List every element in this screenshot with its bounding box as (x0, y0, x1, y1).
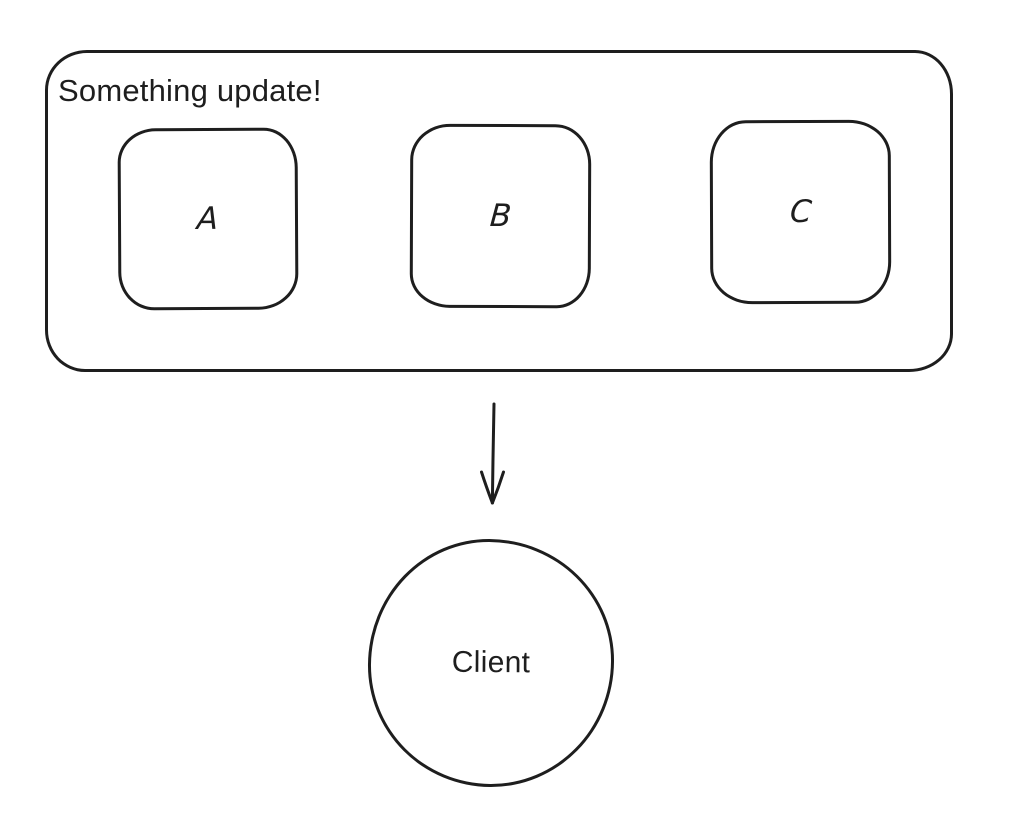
node-c-box[interactable]: C (709, 119, 892, 305)
node-b-label: B (488, 197, 513, 235)
node-c-label: C (788, 193, 813, 231)
group-title: Something update! (58, 73, 322, 108)
client-circle[interactable]: Client (367, 538, 615, 788)
node-b-box[interactable]: B (409, 123, 592, 309)
client-label: Client (451, 645, 531, 680)
down-arrow-icon[interactable] (467, 400, 519, 512)
update-group-box[interactable] (45, 50, 953, 372)
node-a-box[interactable]: A (117, 127, 299, 311)
node-a-label: A (196, 200, 220, 238)
